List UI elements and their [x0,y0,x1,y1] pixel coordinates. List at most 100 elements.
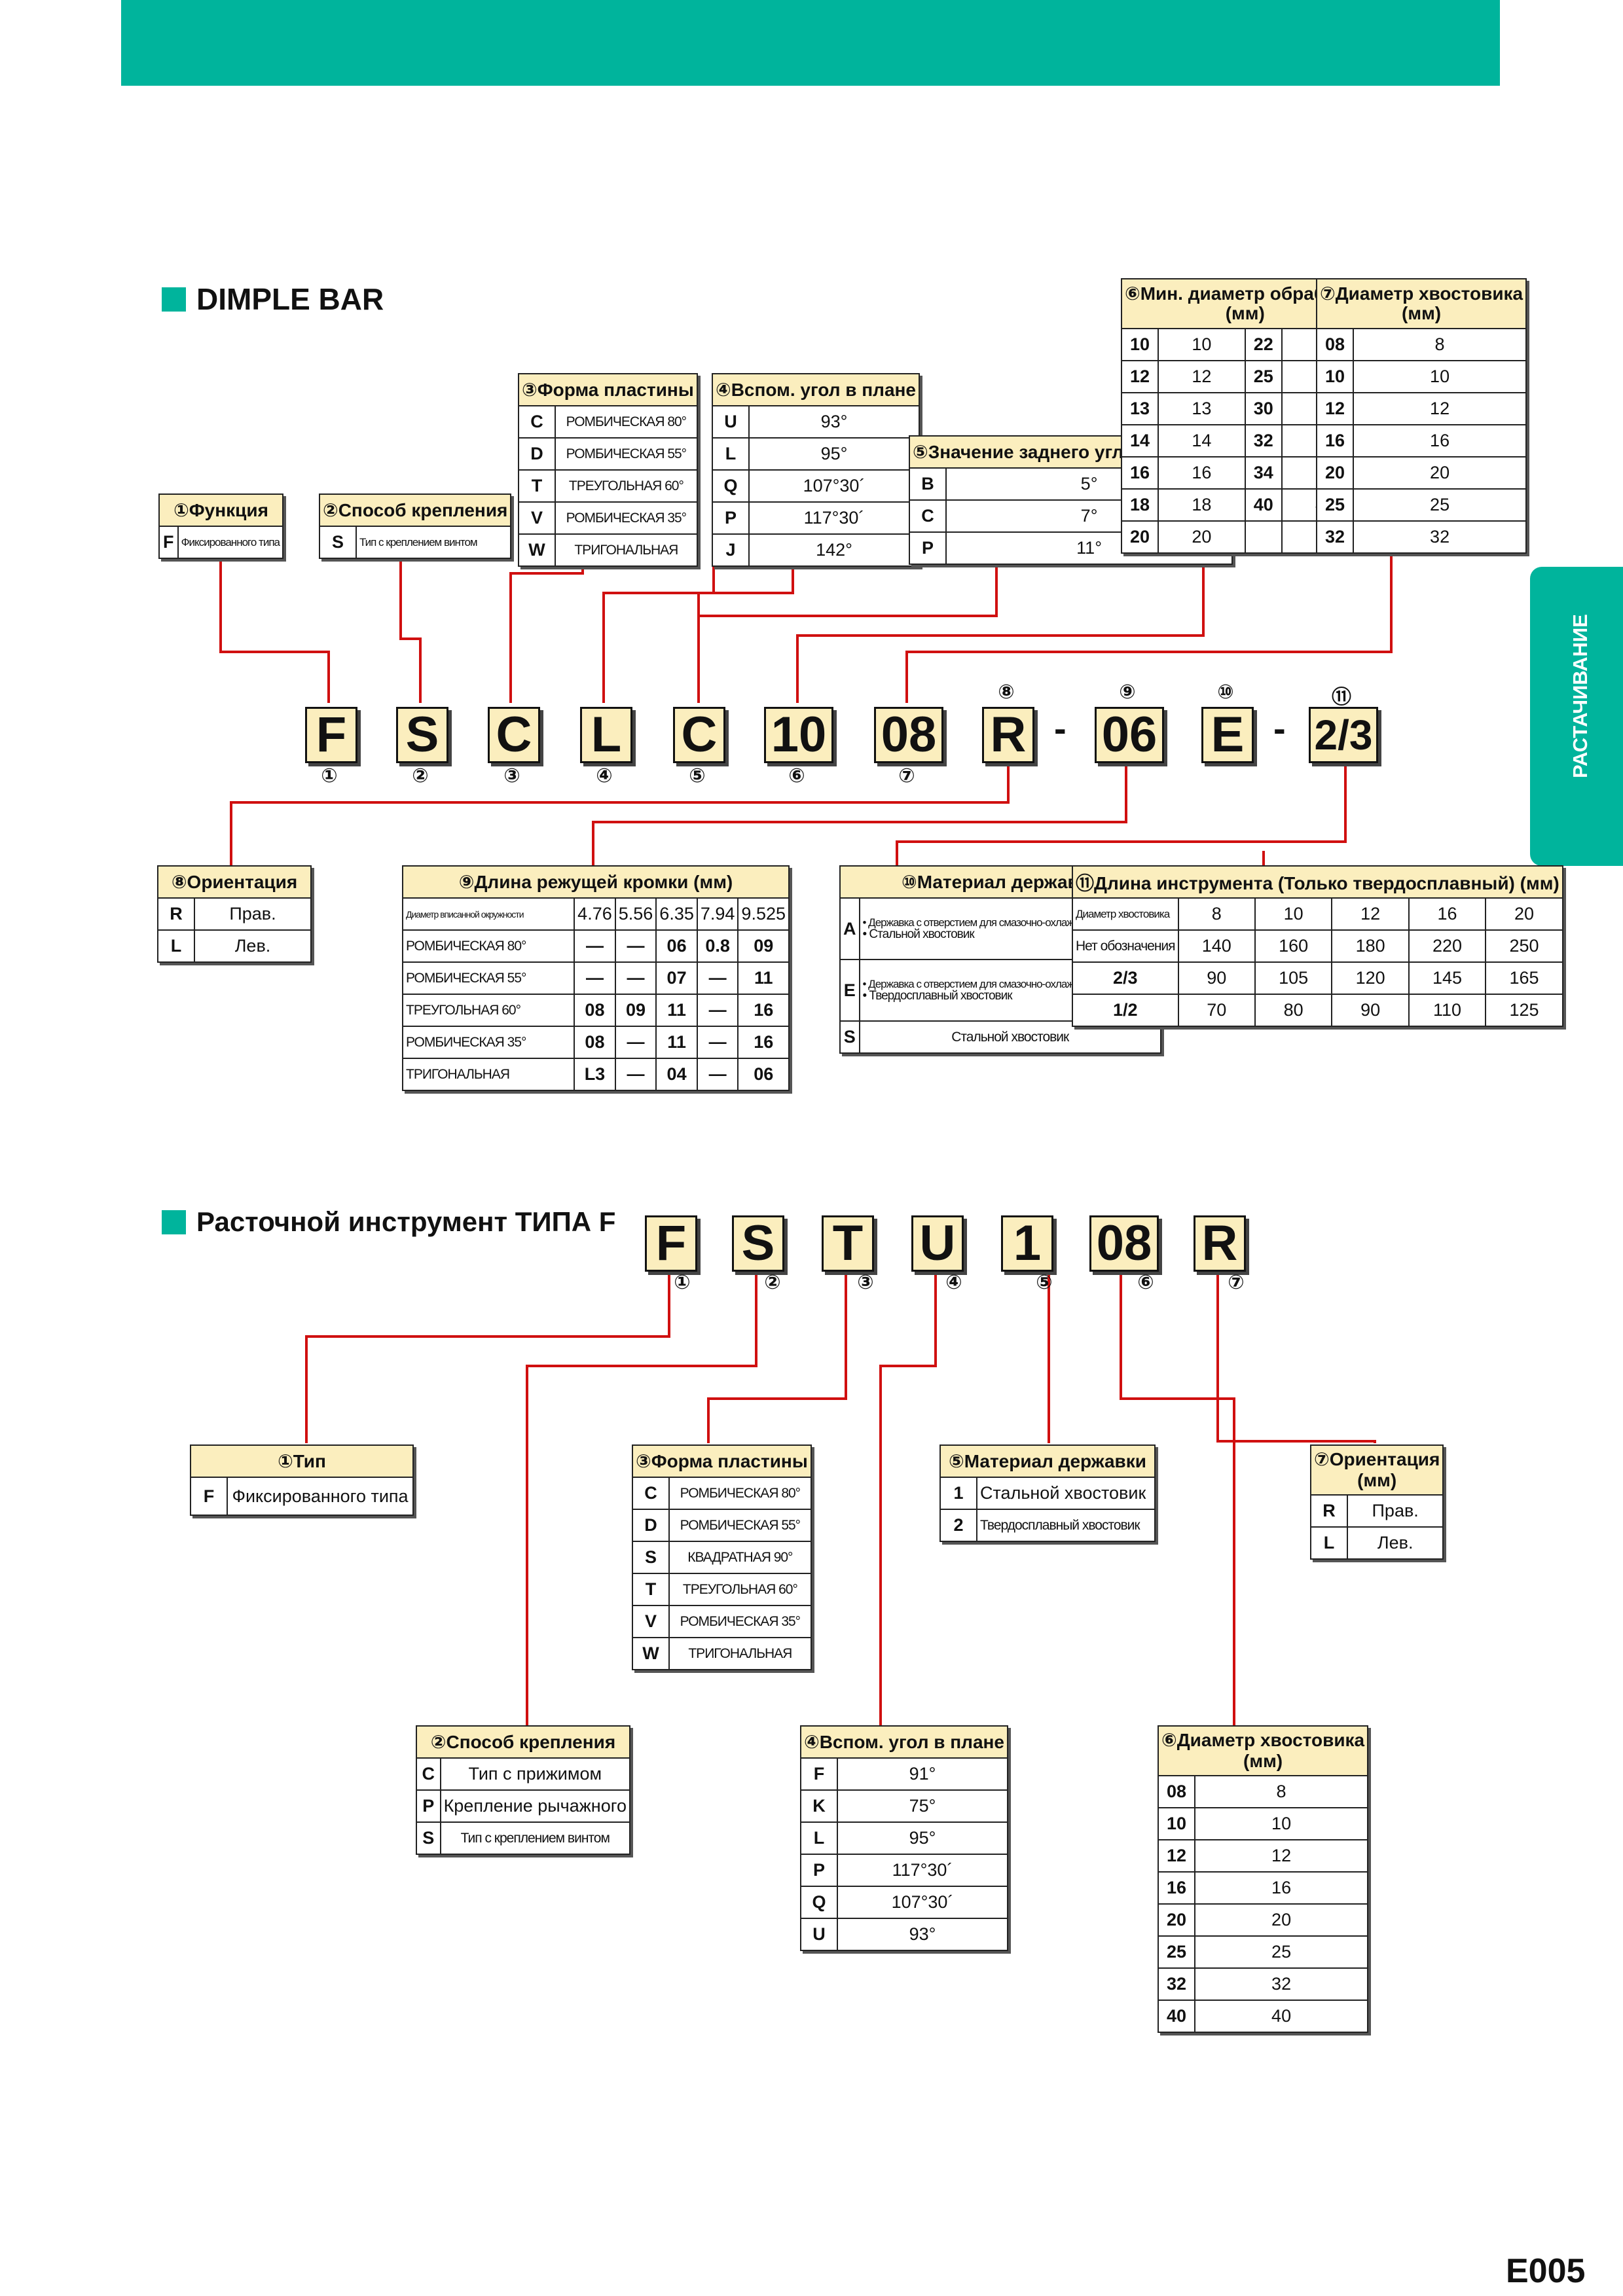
code-box: S [732,1215,784,1272]
table-cell: C [909,499,947,533]
table-cell: 12 [1352,392,1527,425]
table-cell: 08 [1158,1775,1195,1808]
code-number: ⑦ [1228,1272,1245,1293]
table-title-unit: (мм) [1243,1751,1283,1771]
table-cell: P [712,501,750,535]
table-cell: 0.8 [696,929,739,963]
table-cell: 20 [1485,897,1563,931]
code-box: L [580,707,632,763]
code-number: ⑤ [689,765,706,787]
table-cell: C [416,1757,441,1791]
table-cell: 120 [1331,961,1410,995]
table-cell: 25 [1158,1935,1195,1969]
table-cell: 32 [1316,520,1354,554]
dimple-table-edge-length: ⑨Длина режущей кромки (мм) Диаметр вписа… [401,865,790,1091]
table-cell: 105 [1254,961,1333,995]
table-cell: 16 [737,994,790,1027]
table-cell: Тип с креплением винтом [439,1821,631,1855]
table-title-unit: (мм) [1402,303,1442,323]
table-title: ⑦Диаметр хвостовика(мм) [1315,278,1527,329]
table-cell: 20 [1316,456,1354,490]
table-cell: 145 [1408,961,1487,995]
table-cell: 16 [1158,1871,1195,1905]
table-cell: ТРИГОНАЛЬНАЯ [401,1058,575,1091]
table-cell: 04 [655,1058,698,1091]
table-title: ②Способ крепления [416,1725,630,1759]
dimple-table-tool-length: ⑪Длина инструмента (Только твердосплавны… [1072,865,1563,1027]
table-title: ②Способ крепления [318,493,512,527]
table-cell: 32 [1158,1967,1195,2001]
section-marker-icon [162,1210,186,1234]
table-cell: 117°30´ [836,1854,1009,1887]
code-box: T [822,1215,874,1272]
table-cell: 142° [748,533,921,567]
table-cell: 10 [1316,360,1354,393]
table-cell: 7.94 [696,897,739,931]
table-cell: 09 [614,994,657,1027]
table-cell: 10 [1121,328,1159,361]
table-cell: 16 [1408,897,1487,931]
code-box: 10 [764,707,833,763]
table-cell: 40 [1244,488,1283,522]
table-title: ④Вспом. угол в плане [711,373,921,406]
table-cell: РОМБИЧЕСКАЯ 55° [401,961,575,995]
code-number: ⑤ [1036,1272,1053,1293]
table-cell: Диаметр вписанной окружности [401,897,575,931]
table-cell: 06 [737,1058,790,1091]
top-color-bar [121,0,1500,86]
code-box: F [645,1215,697,1272]
table-cell: W [518,533,556,567]
table-cell: 95° [748,437,921,471]
code-box: R [982,707,1034,763]
table-cell: 40 [1158,2000,1195,2033]
cell-line: • Твердосплавный хвостовик [862,989,1013,1003]
table-cell: 10 [1254,897,1333,931]
dimple-bar-title: DIMPLE BAR [162,281,384,317]
table-cell: F [800,1757,838,1791]
table-cell: 8 [1352,328,1527,361]
table-cell: 12 [1194,1839,1369,1873]
code-box: 06 [1095,707,1164,763]
code-number: ⑧ [998,681,1015,703]
table-cell: — [696,994,739,1027]
table-cell: 10 [1352,360,1527,393]
table-cell: 20 [1194,1903,1369,1937]
table-title: ⑦Ориентация(мм) [1309,1444,1444,1496]
table-cell: 10 [1158,1807,1195,1840]
table-cell: F [158,526,179,559]
table-cell: — [696,1058,739,1091]
code-box: F [305,707,357,763]
table-cell: 18 [1121,488,1159,522]
table-cell: 90 [1177,961,1256,995]
table-cell: R [157,897,195,931]
table-cell: P [800,1854,838,1887]
table-cell: S [319,526,357,559]
table-cell: 07 [655,961,698,995]
table-cell: 13 [1158,392,1246,425]
table-cell: 12 [1158,360,1246,393]
table-cell: 8 [1177,897,1256,931]
table-cell: 12 [1121,360,1159,393]
code-box: 08 [1089,1215,1159,1272]
table-cell: P [416,1789,441,1823]
table-cell: 32 [1194,1967,1369,2001]
table-cell: 30 [1244,392,1283,425]
table-title-text: ⑥Диаметр хвостовика [1161,1730,1365,1750]
code-box: U [911,1215,964,1272]
table-cell: — [614,961,657,995]
code-number: ⑨ [1119,681,1136,703]
table-cell: 18 [1158,488,1246,522]
table-cell: — [696,961,739,995]
table-cell: РОМБИЧЕСКАЯ 35° [401,1026,575,1059]
code-number: ⑩ [1217,681,1234,703]
table-cell: 25 [1316,488,1354,522]
table-cell: 70 [1177,994,1256,1027]
table-cell: L3 [574,1058,616,1091]
table-cell: — [614,1058,657,1091]
table-title: ⑪Длина инструмента (Только твердосплавны… [1072,865,1563,899]
table-cell: 06 [655,929,698,963]
table-cell: 91° [836,1757,1009,1791]
